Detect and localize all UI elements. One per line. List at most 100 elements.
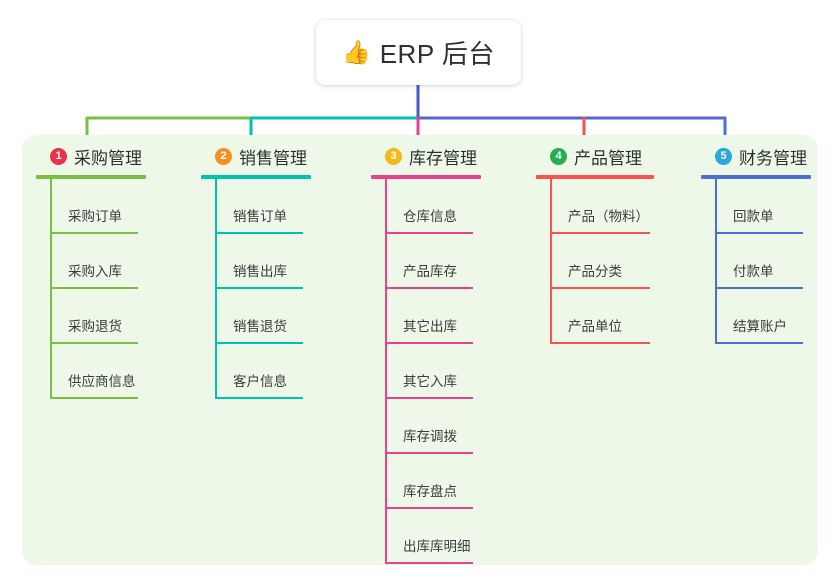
leaf-underline xyxy=(385,287,473,289)
leaf-item[interactable]: 结算账户 xyxy=(715,289,811,344)
leaf-item[interactable]: 出库库明细 xyxy=(385,509,481,564)
branch-column-2: 2 销售管理销售订单销售出库销售退货客户信息 xyxy=(201,143,311,399)
diagram-panel xyxy=(22,135,818,565)
leaf-label: 供应商信息 xyxy=(68,374,136,389)
leaf-underline xyxy=(550,287,650,289)
branch-number-badge: 2 xyxy=(215,147,232,165)
leaf-label: 回款单 xyxy=(733,209,774,224)
leaf-underline xyxy=(215,232,303,234)
leaf-label: 产品单位 xyxy=(568,319,622,334)
leaf-item[interactable]: 付款单 xyxy=(715,234,811,289)
leaf-item[interactable]: 仓库信息 xyxy=(385,179,481,234)
root-node[interactable]: 👍 ERP 后台 xyxy=(316,20,521,85)
branch-underline xyxy=(701,175,811,179)
leaf-label: 销售订单 xyxy=(233,209,287,224)
leaf-item[interactable]: 产品单位 xyxy=(550,289,654,344)
branch-number-badge: 4 xyxy=(550,147,567,165)
leaf-item[interactable]: 其它入库 xyxy=(385,344,481,399)
leaf-underline xyxy=(385,452,473,454)
leaf-item[interactable]: 产品分类 xyxy=(550,234,654,289)
leaf-underline xyxy=(50,287,138,289)
branch-underline xyxy=(201,175,311,179)
branch-leaf-list: 回款单付款单结算账户 xyxy=(715,179,811,344)
leaf-item[interactable]: 采购订单 xyxy=(50,179,146,234)
branch-spine xyxy=(50,179,52,399)
leaf-label: 库存盘点 xyxy=(403,484,457,499)
branch-number-badge: 1 xyxy=(50,147,67,165)
leaf-underline xyxy=(715,342,803,344)
branch-header-1[interactable]: 1 采购管理 xyxy=(36,143,146,169)
thumbs-up-icon: 👍 xyxy=(342,39,371,65)
leaf-label: 库存调拨 xyxy=(403,429,457,444)
leaf-label: 付款单 xyxy=(733,264,774,279)
leaf-underline xyxy=(385,397,473,399)
leaf-underline xyxy=(215,342,303,344)
leaf-label: 其它出库 xyxy=(403,319,457,334)
leaf-label: 仓库信息 xyxy=(403,209,457,224)
leaf-label: 客户信息 xyxy=(233,374,287,389)
leaf-label: 采购退货 xyxy=(68,319,122,334)
branch-column-5: 5 财务管理回款单付款单结算账户 xyxy=(701,143,811,344)
leaf-item[interactable]: 采购入库 xyxy=(50,234,146,289)
leaf-underline xyxy=(715,232,803,234)
leaf-underline xyxy=(50,397,138,399)
leaf-underline xyxy=(50,232,138,234)
branch-leaf-list: 仓库信息产品库存其它出库其它入库库存调拨库存盘点出库库明细 xyxy=(385,179,481,564)
branch-leaf-list: 产品（物料） 产品分类产品单位 xyxy=(550,179,654,344)
leaf-item[interactable]: 产品（物料） xyxy=(550,179,654,234)
branch-spine xyxy=(715,179,717,344)
leaf-label: 其它入库 xyxy=(403,374,457,389)
branch-spine xyxy=(215,179,217,399)
branch-column-3: 3 库存管理仓库信息产品库存其它出库其它入库库存调拨库存盘点出库库明细 xyxy=(371,143,481,564)
leaf-label: 出库库明细 xyxy=(403,539,471,554)
leaf-item[interactable]: 采购退货 xyxy=(50,289,146,344)
branch-underline xyxy=(36,175,146,179)
leaf-item[interactable]: 客户信息 xyxy=(215,344,311,399)
leaf-label: 产品分类 xyxy=(568,264,622,279)
leaf-item[interactable]: 供应商信息 xyxy=(50,344,146,399)
root-title: ERP 后台 xyxy=(379,39,495,69)
leaf-item[interactable]: 其它出库 xyxy=(385,289,481,344)
leaf-underline xyxy=(385,232,473,234)
leaf-item[interactable]: 销售订单 xyxy=(215,179,311,234)
branch-underline xyxy=(371,175,481,179)
branch-header-5[interactable]: 5 财务管理 xyxy=(701,143,811,169)
leaf-label: 结算账户 xyxy=(733,319,787,334)
leaf-underline xyxy=(715,287,803,289)
leaf-item[interactable]: 回款单 xyxy=(715,179,811,234)
branch-title: 财务管理 xyxy=(739,148,807,168)
branch-number-badge: 3 xyxy=(385,147,402,165)
branch-title: 产品管理 xyxy=(574,148,642,168)
leaf-label: 产品库存 xyxy=(403,264,457,279)
leaf-label: 销售出库 xyxy=(233,264,287,279)
leaf-item[interactable]: 产品库存 xyxy=(385,234,481,289)
leaf-underline xyxy=(385,507,473,509)
branch-header-3[interactable]: 3 库存管理 xyxy=(371,143,481,169)
branch-column-1: 1 采购管理采购订单采购入库采购退货供应商信息 xyxy=(36,143,146,399)
leaf-item[interactable]: 库存盘点 xyxy=(385,454,481,509)
branch-title: 库存管理 xyxy=(409,148,477,168)
leaf-underline xyxy=(215,397,303,399)
leaf-label: 销售退货 xyxy=(233,319,287,334)
branch-title: 采购管理 xyxy=(74,148,142,168)
leaf-label: 采购入库 xyxy=(68,264,122,279)
leaf-underline xyxy=(50,342,138,344)
branch-spine xyxy=(385,179,387,564)
branch-header-2[interactable]: 2 销售管理 xyxy=(201,143,311,169)
leaf-item[interactable]: 销售退货 xyxy=(215,289,311,344)
branch-number-badge: 5 xyxy=(715,147,732,165)
branch-column-4: 4 产品管理产品（物料） 产品分类产品单位 xyxy=(536,143,654,344)
leaf-item[interactable]: 销售出库 xyxy=(215,234,311,289)
leaf-label: 产品（物料） xyxy=(568,209,649,224)
leaf-label: 采购订单 xyxy=(68,209,122,224)
branch-title: 销售管理 xyxy=(239,148,307,168)
branch-header-4[interactable]: 4 产品管理 xyxy=(536,143,654,169)
leaf-underline xyxy=(385,342,473,344)
leaf-underline xyxy=(215,287,303,289)
leaf-item[interactable]: 库存调拨 xyxy=(385,399,481,454)
branch-underline xyxy=(536,175,654,179)
leaf-underline xyxy=(385,562,473,564)
leaf-underline xyxy=(550,342,650,344)
branch-spine xyxy=(550,179,552,344)
